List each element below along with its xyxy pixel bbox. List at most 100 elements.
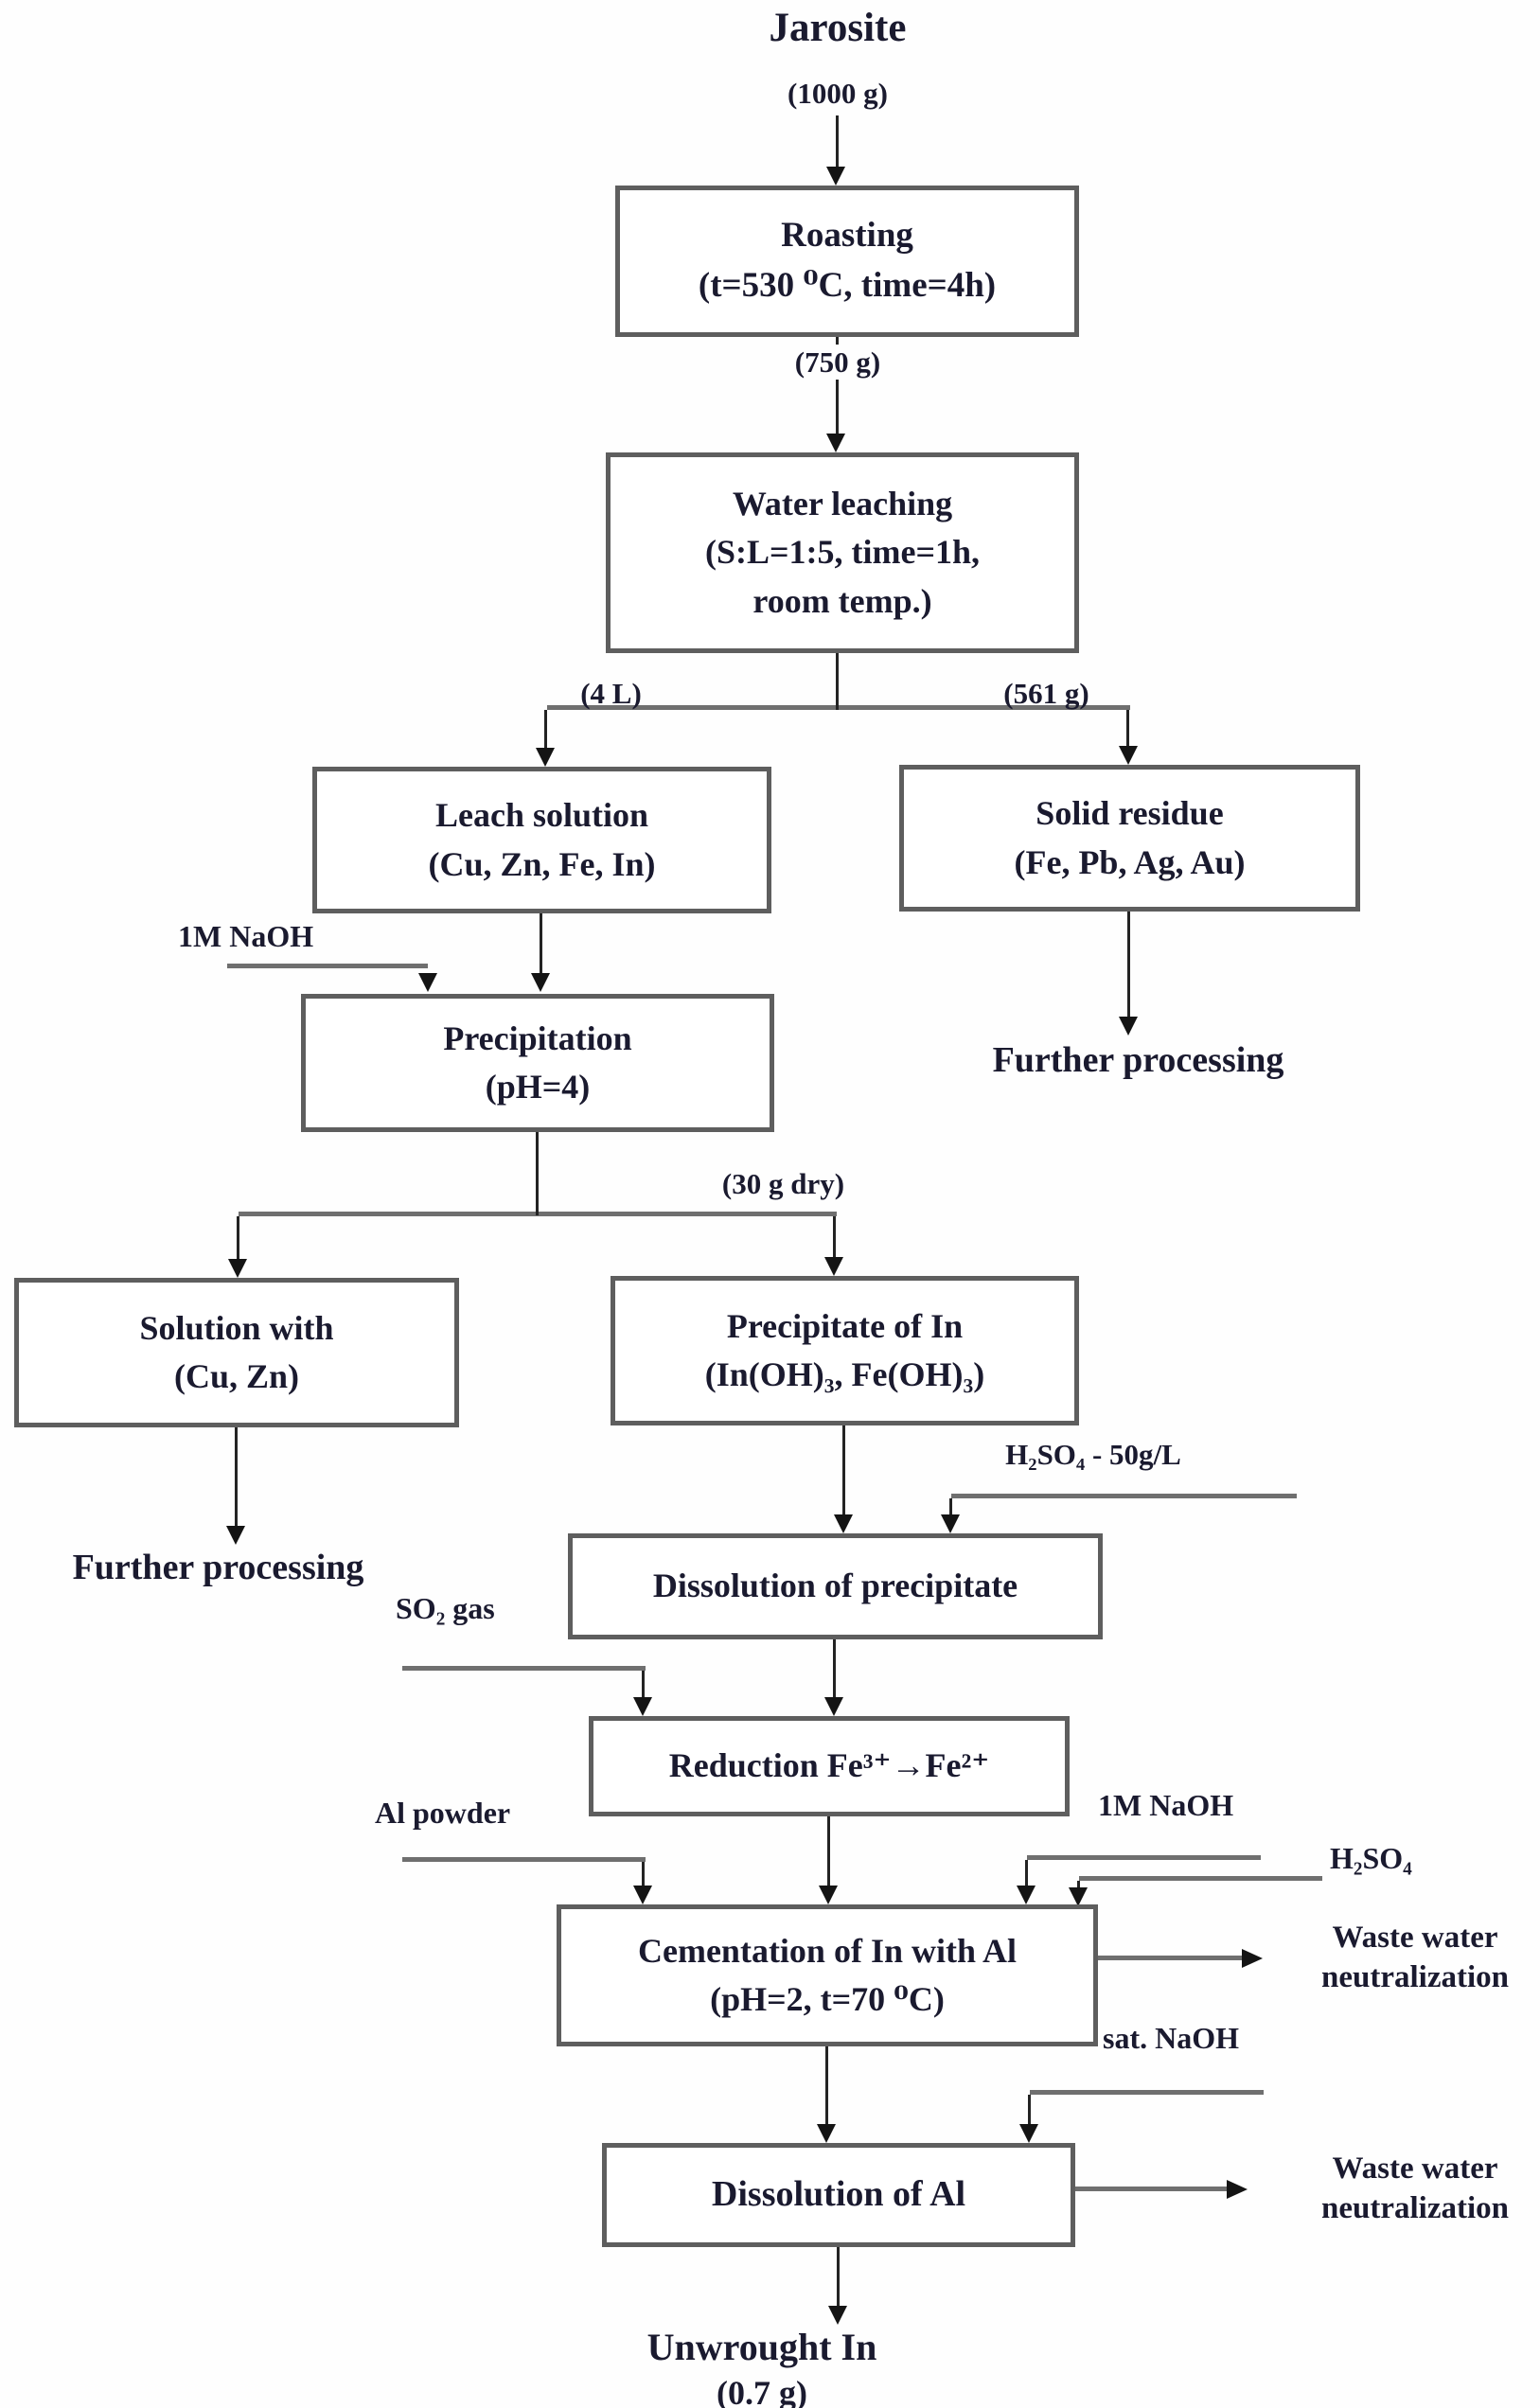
- connector-precipitate-dissolution: [842, 1425, 845, 1516]
- connector-dissolutional-product: [837, 2247, 840, 2308]
- waste1-line: [1098, 1956, 1242, 1960]
- waste2-label: Waste water neutralization: [1297, 2149, 1533, 2228]
- leach-solution-box: Leach solution (Cu, Zn, Fe, In): [312, 767, 771, 913]
- sat-naoh-label: sat. NaOH: [1103, 2021, 1239, 2055]
- leach-solution-title: Leach solution: [434, 796, 649, 835]
- naoh-cementation-label: 1M NaOH: [1098, 1788, 1234, 1822]
- solid-residue-box: Solid residue (Fe, Pb, Ag, Au): [899, 765, 1360, 912]
- connector-leach-precipitation: [540, 913, 542, 975]
- arrowhead-down-icon: [817, 2124, 836, 2143]
- naoh-cementation-line: [1027, 1855, 1261, 1860]
- sat-naoh-line: [1030, 2090, 1264, 2095]
- water-leaching-conditions-2: room temp.): [752, 581, 932, 620]
- connector-precipitation-split: [536, 1132, 539, 1215]
- arrowhead-down-icon: [828, 2306, 847, 2325]
- arrowhead-down-icon: [824, 1697, 843, 1716]
- arrowhead-down-icon: [536, 748, 555, 767]
- so2-gas-label: SO₂ gas: [396, 1591, 495, 1625]
- arrowhead-down-icon: [228, 1259, 247, 1278]
- further-processing-residue-label: Further processing: [992, 1040, 1284, 1080]
- waste1-line2: neutralization: [1321, 1960, 1509, 1995]
- roasting-title: Roasting: [781, 216, 913, 256]
- connector-solution-further: [235, 1427, 238, 1528]
- connector-reduction-cementation: [827, 1816, 830, 1886]
- arrowhead-down-icon: [834, 1514, 853, 1533]
- connector-split-solid-residue: [1126, 710, 1129, 748]
- solution-cu-zn-contents: (Cu, Zn): [173, 1357, 300, 1395]
- further-processing-solution-label: Further processing: [72, 1548, 364, 1587]
- water-leaching-box: Water leaching (S:L=1:5, time=1h, room t…: [606, 452, 1079, 653]
- h2so4-dissolution-drop: [949, 1498, 952, 1517]
- dissolution-al-title: Dissolution of Al: [711, 2174, 966, 2215]
- precipitation-box: Precipitation (pH=4): [301, 994, 774, 1132]
- waste2-line1: Waste water: [1332, 2151, 1498, 2186]
- arrowhead-down-icon: [226, 1526, 245, 1545]
- al-powder-label: Al powder: [375, 1796, 511, 1830]
- h2so4-cementation-label: H₂SO₄: [1330, 1841, 1412, 1875]
- volume-leach-label: (4 L): [580, 677, 642, 710]
- h2so4-cementation-line: [1079, 1876, 1322, 1881]
- waste2-line2: neutralization: [1321, 2191, 1509, 2226]
- solid-residue-title: Solid residue: [1036, 794, 1224, 833]
- sat-naoh-drop: [1028, 2095, 1031, 2127]
- roasting-box: Roasting (t=530 ⁰C, time=4h): [615, 186, 1079, 337]
- arrowhead-down-icon: [819, 1886, 838, 1904]
- precipitation-conditions: (pH=4): [485, 1068, 591, 1106]
- precipitation-title: Precipitation: [443, 1018, 632, 1057]
- connector-leaching-split: [836, 653, 839, 710]
- waste2-line: [1075, 2187, 1227, 2191]
- mass-residue-label: (561 g): [1003, 677, 1089, 710]
- dissolution-precipitate-title: Dissolution of precipitate: [652, 1567, 1018, 1605]
- solid-residue-contents: (Fe, Pb, Ag, Au): [1014, 842, 1246, 881]
- so2-gas-drop: [642, 1671, 645, 1699]
- mass-precipitate-label: (30 g dry): [721, 1167, 845, 1200]
- product-mass: (0.7 g): [717, 2374, 807, 2408]
- precipitate-in-box: Precipitate of In (In(OH)₃, Fe(OH)₃): [611, 1276, 1079, 1425]
- arrowhead-down-icon: [941, 1514, 960, 1533]
- al-powder-drop: [642, 1862, 645, 1888]
- leach-solution-contents: (Cu, Zn, Fe, In): [428, 844, 656, 883]
- arrowhead-down-icon: [1017, 1886, 1036, 1904]
- product-name: Unwrought In: [646, 2326, 877, 2368]
- arrowhead-down-icon: [1119, 746, 1138, 765]
- connector-split-leach-solution: [544, 710, 547, 750]
- arrowhead-down-icon: [1069, 1887, 1088, 1906]
- split-line-leaching: [547, 705, 1130, 710]
- roasting-conditions: (t=530 ⁰C, time=4h): [698, 266, 997, 305]
- reduction-title: Reduction Fe³⁺→Fe²⁺: [668, 1746, 990, 1785]
- arrowhead-down-icon: [1019, 2124, 1038, 2143]
- so2-gas-line: [402, 1666, 646, 1671]
- reduction-box: Reduction Fe³⁺→Fe²⁺: [589, 1716, 1070, 1816]
- cementation-box: Cementation of In with Al (pH=2, t=70 ⁰C…: [557, 1904, 1098, 2046]
- mass-roasted-label: (750 g): [729, 345, 947, 381]
- arrowhead-down-icon: [1119, 1017, 1138, 1036]
- connector-roasting-leaching: [836, 337, 839, 435]
- arrowhead-down-icon: [531, 973, 550, 992]
- arrowhead-down-icon: [418, 973, 437, 992]
- cementation-conditions: (pH=2, t=70 ⁰C): [710, 1980, 945, 2018]
- waste1-label: Waste water neutralization: [1297, 1918, 1533, 1997]
- source-label: Jarosite: [769, 6, 907, 50]
- waste1-line1: Waste water: [1332, 1921, 1498, 1955]
- connector-split-solution: [237, 1216, 239, 1261]
- arrowhead-right-icon: [1227, 2180, 1248, 2199]
- arrowhead-down-icon: [633, 1697, 652, 1716]
- dissolution-al-box: Dissolution of Al: [602, 2143, 1075, 2247]
- connector-cementation-dissolutional: [825, 2046, 828, 2126]
- al-powder-line: [402, 1857, 646, 1862]
- arrowhead-down-icon: [633, 1886, 652, 1904]
- dissolution-precipitate-box: Dissolution of precipitate: [568, 1533, 1103, 1639]
- naoh-cementation-drop: [1025, 1860, 1028, 1886]
- solution-cu-zn-title: Solution with: [139, 1308, 334, 1347]
- solution-cu-zn-box: Solution with (Cu, Zn): [14, 1278, 459, 1427]
- h2so4-dissolution-line: [951, 1494, 1297, 1498]
- arrowhead-down-icon: [826, 167, 845, 186]
- water-leaching-title: Water leaching: [732, 485, 953, 523]
- water-leaching-conditions-1: (S:L=1:5, time=1h,: [704, 533, 980, 572]
- h2so4-cementation-drop: [1077, 1881, 1080, 1890]
- arrowhead-down-icon: [826, 434, 845, 452]
- h2so4-dissolution-label: H₂SO₄ - 50g/L: [1005, 1438, 1181, 1471]
- precipitate-in-contents: (In(OH)₃, Fe(OH)₃): [704, 1355, 985, 1393]
- precipitate-in-title: Precipitate of In: [726, 1306, 964, 1345]
